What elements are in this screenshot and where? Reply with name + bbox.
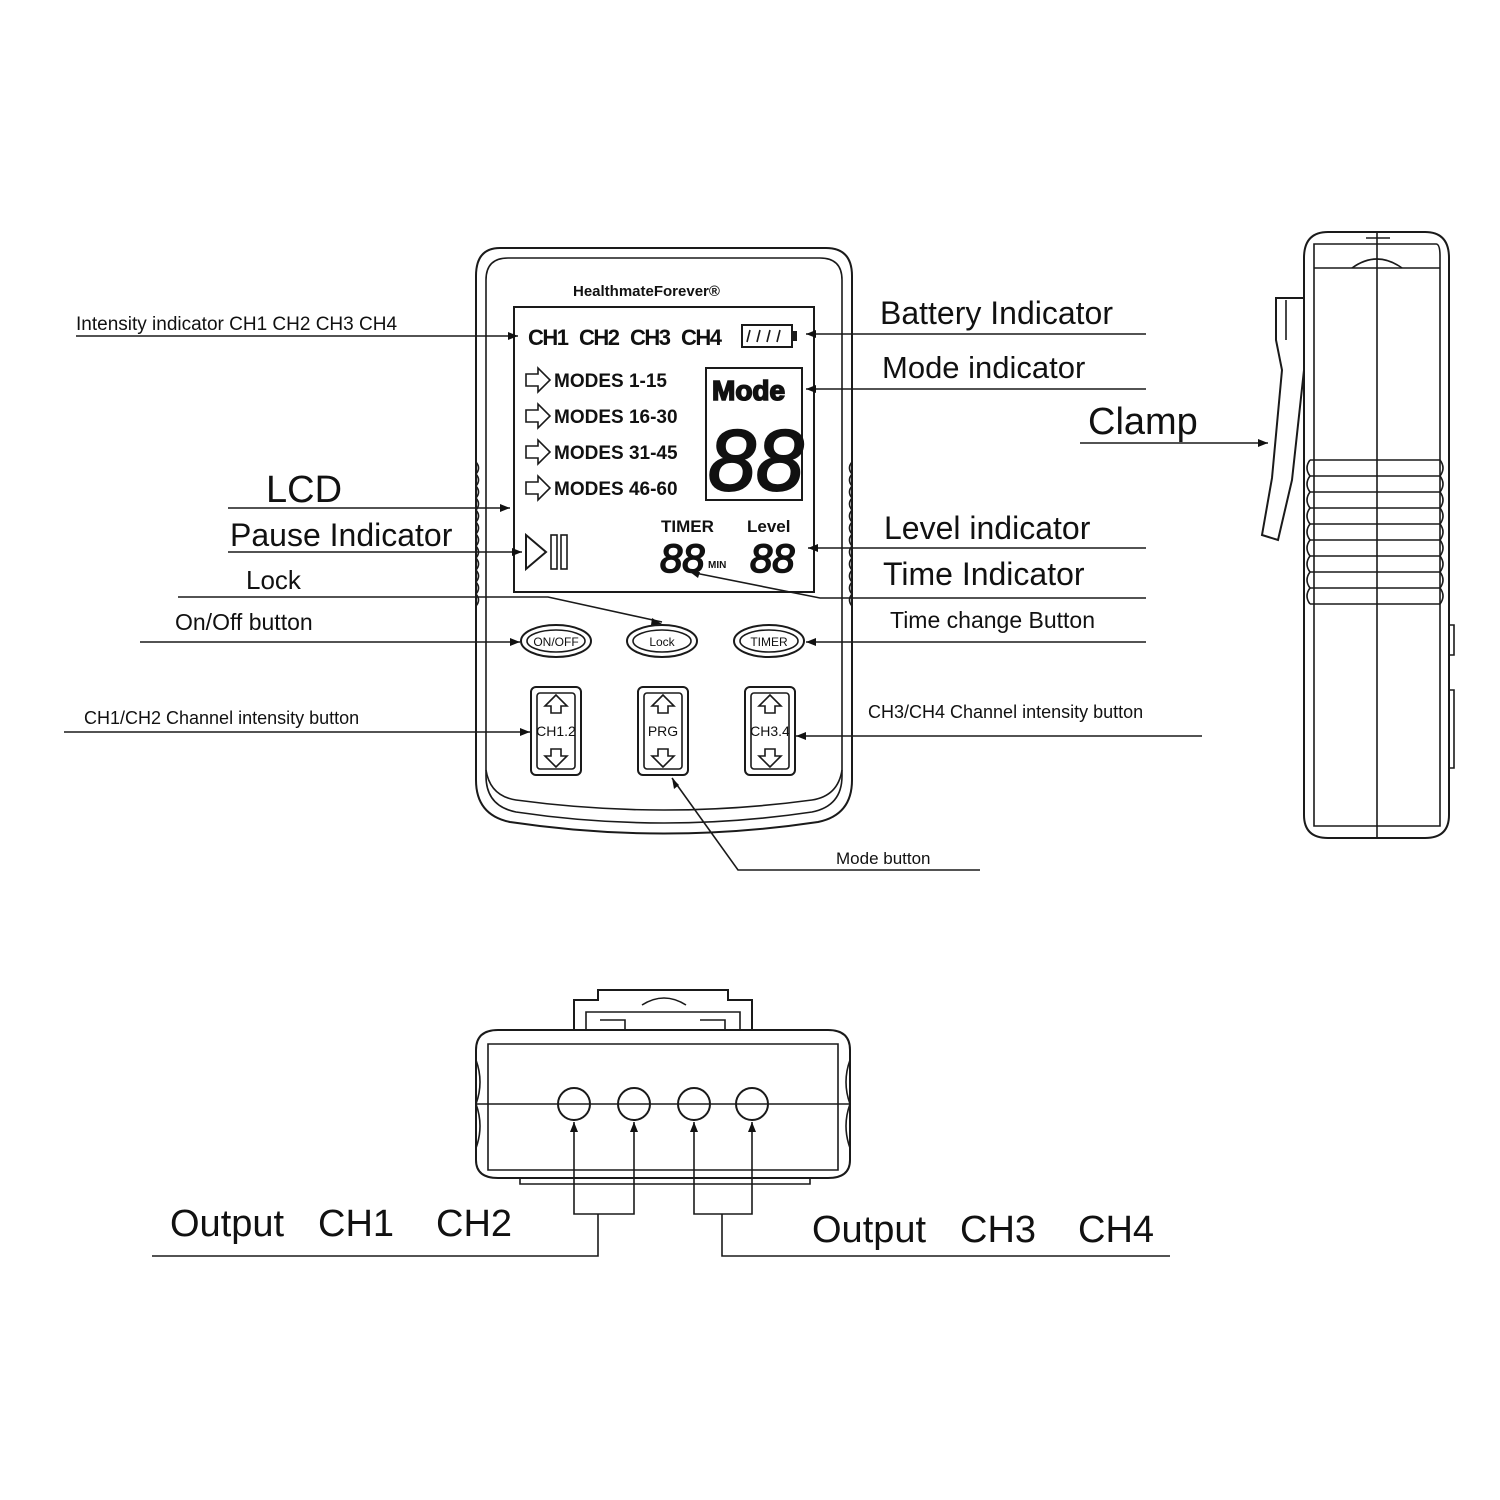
output-jack-ch2 — [617, 1087, 651, 1121]
on-off-button[interactable]: ON/OFF — [520, 624, 592, 658]
lcd-timer-unit: MIN — [708, 560, 726, 571]
label-output-ch12-word: Output — [170, 1203, 285, 1245]
label-ch34-intensity-button: CH3/CH4 Channel intensity button — [868, 702, 1143, 722]
arrow-right-icon — [525, 366, 552, 394]
lcd-mode-row: MODES 46-60 — [525, 474, 678, 502]
label-time-change-button: Time change Button — [890, 607, 1095, 633]
label-mode-button: Mode button — [836, 849, 931, 868]
lcd-screen — [513, 306, 815, 593]
lcd-channel-ch1: CH1 — [528, 325, 569, 350]
lcd-channel-ch3: CH3 — [630, 325, 671, 350]
ch34-button-label: CH3.4 — [750, 723, 790, 739]
lcd-channel-indicators: CH1 CH2 CH3 CH4 — [528, 325, 724, 350]
lock-button[interactable]: Lock — [626, 624, 698, 658]
lcd-mode-digits: 88 — [708, 413, 804, 509]
label-output-ch34-word: Output — [812, 1209, 927, 1251]
lcd-mode-row: MODES 16-30 — [525, 402, 678, 430]
on-off-button-label: ON/OFF — [533, 635, 578, 649]
side-grip-right — [848, 461, 854, 607]
label-intensity-indicator: Intensity indicator CH1 CH2 CH3 CH4 — [76, 314, 397, 335]
arrow-right-icon — [525, 474, 552, 502]
side-grip-left — [474, 461, 480, 607]
lcd-mode-range: MODES 1-15 — [554, 371, 667, 392]
side-grip-ribs — [1306, 459, 1444, 605]
battery-icon — [741, 324, 797, 348]
callout-lines — [64, 330, 1268, 1257]
lcd-mode-box: Mode 88 — [705, 367, 805, 510]
lcd-mode-title: Mode — [712, 375, 785, 406]
label-ch12-intensity-button: CH1/CH2 Channel intensity button — [84, 708, 359, 728]
side-view — [1260, 231, 1455, 839]
lcd-mode-list: MODES 1-15 MODES 16-30 MODES 31-45 MODES… — [525, 366, 678, 502]
lcd-mode-range: MODES 16-30 — [554, 407, 678, 428]
lcd-timer-digits: 88 — [660, 537, 705, 581]
front-view: HealthmateForever® CH1 CH2 CH3 CH4 MODES… — [474, 247, 854, 835]
label-mode-indicator: Mode indicator — [882, 350, 1085, 385]
arrow-up-icon — [757, 693, 783, 714]
ch12-intensity-button[interactable]: CH1.2 — [530, 686, 582, 776]
label-output-ch2: CH2 — [436, 1203, 512, 1245]
bottom-view — [475, 989, 851, 1185]
timer-button[interactable]: TIMER — [733, 624, 805, 658]
lcd-channel-ch2: CH2 — [579, 325, 620, 350]
output-jack-ch4 — [735, 1087, 769, 1121]
label-output-ch1: CH1 — [318, 1203, 394, 1245]
label-clamp: Clamp — [1088, 401, 1198, 443]
lcd-mode-row: MODES 31-45 — [525, 438, 678, 466]
prg-mode-button[interactable]: PRG — [637, 686, 689, 776]
arrow-down-icon — [650, 748, 676, 769]
ch12-button-label: CH1.2 — [536, 723, 576, 739]
arrow-right-icon — [525, 438, 552, 466]
lcd-channel-ch4: CH4 — [681, 325, 723, 350]
label-battery-indicator: Battery Indicator — [880, 295, 1113, 331]
label-lock: Lock — [246, 565, 302, 595]
label-lcd: LCD — [266, 469, 342, 511]
callout-labels: Intensity indicator CH1 CH2 CH3 CH4 Batt… — [76, 295, 1198, 1251]
prg-button-label: PRG — [648, 723, 678, 739]
timer-button-label: TIMER — [750, 635, 788, 649]
output-jack-ch1 — [557, 1087, 591, 1121]
label-output-ch4: CH4 — [1078, 1209, 1154, 1251]
lcd-mode-range: MODES 46-60 — [554, 479, 678, 500]
lcd-mode-range: MODES 31-45 — [554, 443, 678, 464]
label-level-indicator: Level indicator — [884, 510, 1091, 546]
ch34-intensity-button[interactable]: CH3.4 — [744, 686, 796, 776]
lcd-level-digits: 88 — [750, 537, 795, 581]
arrow-down-icon — [757, 748, 783, 769]
lock-button-label: Lock — [649, 635, 675, 649]
lcd-timer-label: TIMER — [661, 517, 714, 536]
arrow-down-icon — [543, 748, 569, 769]
arrow-right-icon — [525, 402, 552, 430]
arrow-up-icon — [650, 693, 676, 714]
label-on-off-button: On/Off button — [175, 609, 313, 635]
play-pause-icon — [525, 532, 568, 572]
clamp — [1260, 297, 1305, 542]
label-time-indicator: Time Indicator — [883, 556, 1085, 592]
lcd-level-label: Level — [747, 517, 790, 536]
label-pause-indicator: Pause Indicator — [230, 517, 453, 553]
brand-label: HealthmateForever® — [573, 283, 720, 300]
lcd-mode-row: MODES 1-15 — [525, 366, 667, 394]
label-output-ch3: CH3 — [960, 1209, 1036, 1251]
arrow-up-icon — [543, 693, 569, 714]
output-jack-ch3 — [677, 1087, 711, 1121]
